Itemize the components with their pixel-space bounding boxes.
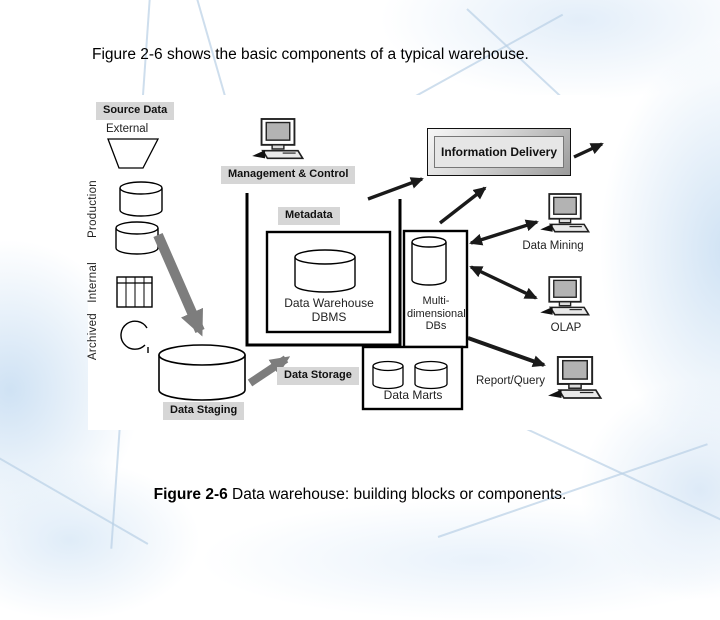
delivery-arrow-center [438, 186, 487, 225]
dbms-label: Data Warehouse DBMS [284, 296, 374, 324]
external-label: External [106, 123, 149, 135]
olap-arrow [469, 265, 538, 300]
disc-icon [120, 320, 149, 353]
background-line [517, 424, 720, 521]
archived-label: Archived [87, 313, 99, 361]
data-storage-label: Data Storage [277, 367, 359, 385]
internal-label: Internal [87, 262, 99, 303]
production-label: Production [87, 180, 99, 238]
report-query-label: Report/Query [476, 375, 546, 387]
database-cylinder-icon [115, 221, 159, 255]
table-icon [116, 276, 153, 308]
metadata-label: Metadata [278, 207, 340, 225]
data-mining-label: Data Mining [522, 240, 584, 252]
background-tint-right [600, 40, 720, 460]
information-delivery-box: Information Delivery [427, 128, 571, 176]
staging-flow-arrow [153, 232, 205, 337]
computer-icon [547, 356, 602, 400]
storage-flow-arrow [247, 355, 291, 387]
data-marts-label: Data Marts [383, 388, 443, 402]
figure-caption: Figure 2-6 Data warehouse: building bloc… [0, 486, 720, 504]
database-cylinder-icon [294, 249, 356, 293]
computer-icon [251, 118, 304, 160]
computer-icon [539, 193, 590, 233]
funnel-icon [107, 138, 160, 169]
figure-caption-prefix: Figure 2-6 [153, 486, 228, 503]
slide-heading: Figure 2-6 shows the basic components of… [92, 46, 529, 63]
multidim-label: Multi-dimensional DBs [407, 295, 466, 333]
source-data-label: Source Data [96, 102, 175, 120]
diagram-panel: Source Data External Production Internal… [87, 95, 604, 430]
data-staging-label: Data Staging [163, 402, 245, 420]
database-cylinder-icon [158, 344, 246, 401]
delivery-arrow-out [573, 142, 604, 159]
figure-caption-text: Data warehouse: building blocks or compo… [227, 486, 567, 503]
report-query-arrow [467, 336, 546, 367]
computer-icon [539, 276, 590, 316]
database-cylinder-icon [414, 360, 448, 390]
database-cylinder-icon [372, 360, 404, 390]
information-delivery-label: Information Delivery [434, 136, 564, 168]
background-tint-bottom [200, 500, 720, 620]
background-tint-bottom-left [0, 460, 200, 620]
data-mining-arrow [469, 219, 539, 246]
olap-label: OLAP [550, 322, 582, 334]
data-storage-container [245, 193, 402, 347]
database-cylinder-icon [411, 236, 447, 286]
database-cylinder-icon [119, 181, 163, 217]
delivery-arrow-left [367, 177, 424, 201]
management-control-label: Management & Control [221, 166, 356, 184]
